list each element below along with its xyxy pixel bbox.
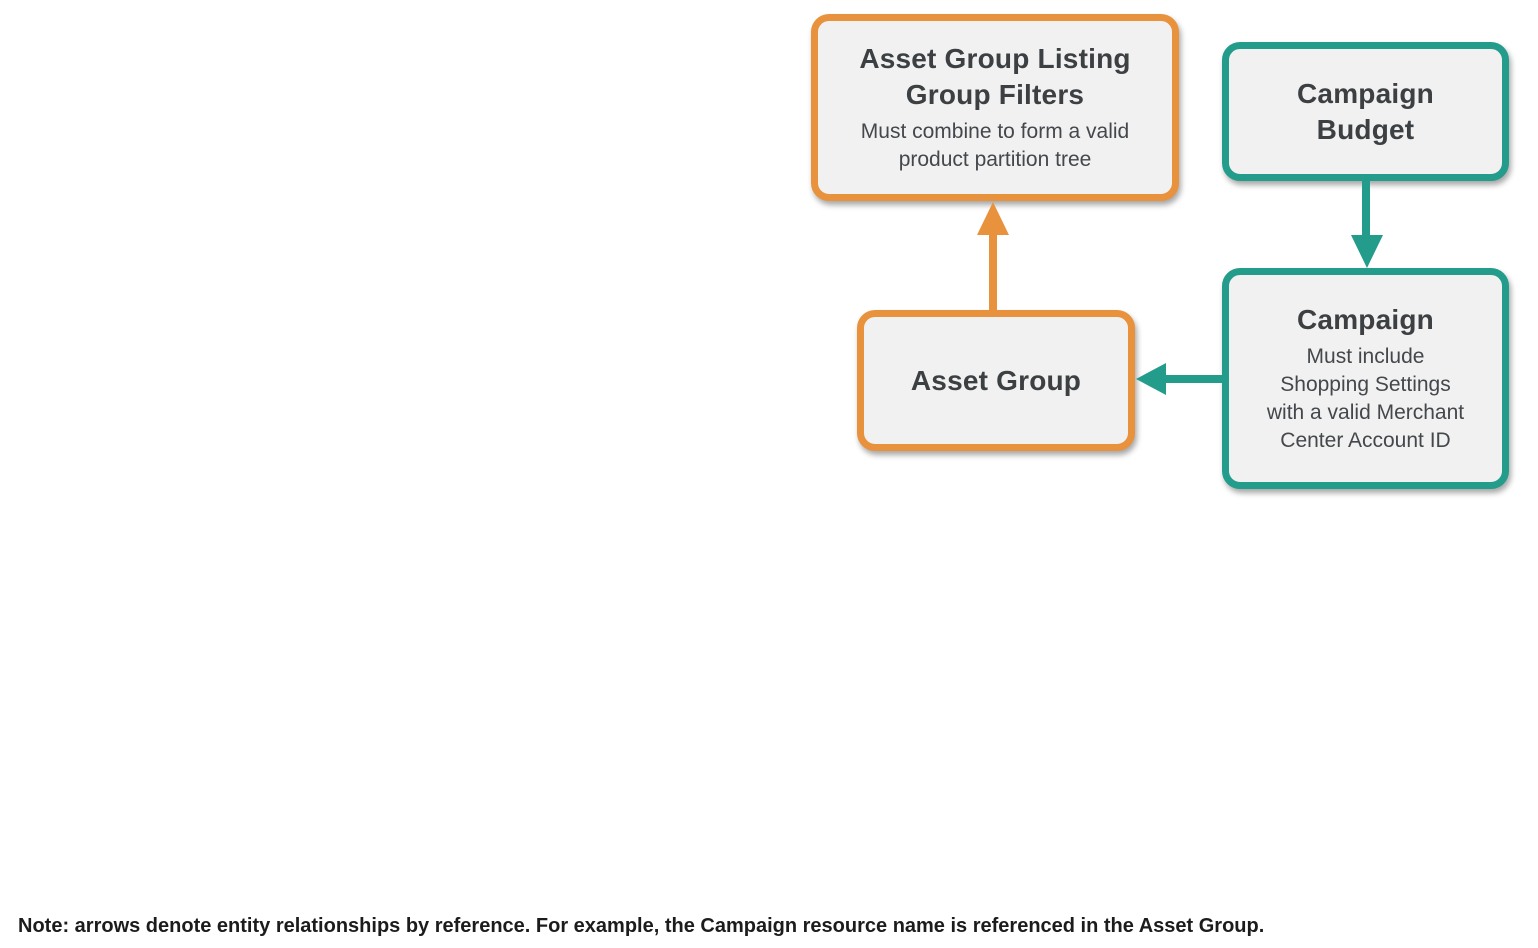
arrow-stem [989, 232, 997, 310]
node-asset-group-listing-group-filters: Asset Group Listing Group Filters Must c… [811, 14, 1179, 201]
arrow-stem [1362, 181, 1370, 237]
arrow-left-icon [1136, 363, 1166, 395]
arrow-up-icon [977, 202, 1009, 235]
node-subtitle: Must combine to form a valid product par… [860, 120, 1130, 171]
footnote: Note: arrows denote entity relationships… [18, 915, 1265, 937]
node-title: Asset Group [910, 364, 1082, 396]
node-title: Campaign Budget [1297, 77, 1434, 145]
node-subtitle: Must include Shopping Settings with a va… [1266, 345, 1465, 452]
node-asset-group: Asset Group [857, 310, 1135, 451]
node-title: Campaign [1297, 304, 1434, 335]
arrow-down-icon [1351, 235, 1383, 268]
node-title: Asset Group Listing Group Filters [859, 43, 1131, 110]
arrow-stem [1162, 375, 1222, 383]
node-campaign-budget: Campaign Budget [1222, 42, 1509, 181]
node-campaign: Campaign Must include Shopping Settings … [1222, 268, 1509, 489]
